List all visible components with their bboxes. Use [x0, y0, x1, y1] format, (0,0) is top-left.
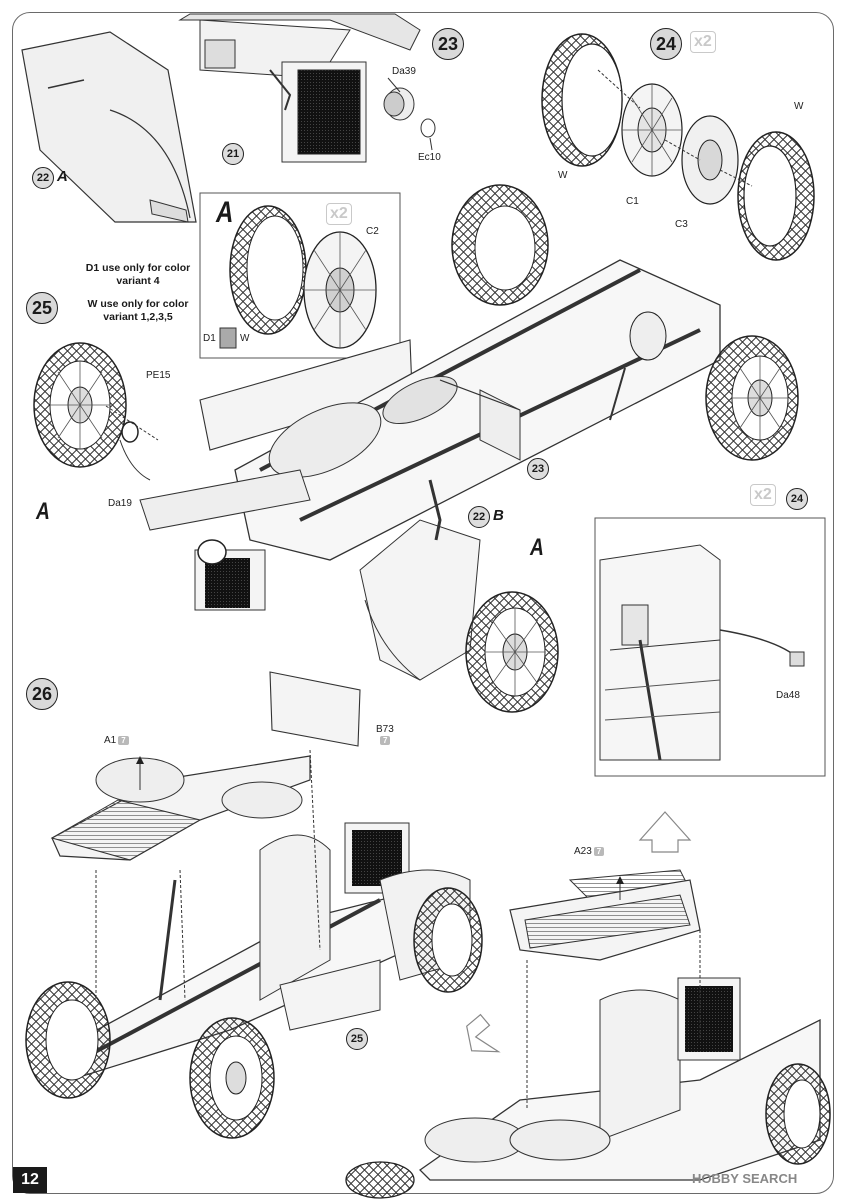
step-number-23: 23 [432, 28, 464, 60]
wheel-a-label-right: A [530, 534, 544, 561]
part-label-b73-text: B73 [376, 724, 394, 735]
step24-illustration [541, 33, 815, 261]
wheel-a-label-left: A [36, 498, 50, 525]
step26-illustration [25, 671, 831, 1199]
page-number: 12 [13, 1167, 47, 1193]
part-ref-22: 22 [32, 167, 54, 189]
step-number-24: 24 [650, 28, 682, 60]
part-label-a23-text: A23 [574, 846, 592, 857]
multiplier-badge: x2 [690, 31, 716, 53]
part-label-ec10: Ec10 [418, 152, 441, 163]
part-ref-23: 23 [527, 458, 549, 480]
inset-multiplier-badge: x2 [326, 203, 352, 225]
part-label-da48: Da48 [776, 690, 800, 701]
part-label-a1-text: A1 [104, 735, 117, 746]
part-label-w: W [240, 333, 250, 344]
part-label-d1: D1 [203, 333, 216, 344]
step23-illustration [21, 13, 436, 223]
inset-a-illustration [199, 192, 401, 359]
inset-da48-illustration [594, 517, 826, 777]
watermark: HOBBY SEARCH [692, 1171, 798, 1186]
paint-tag-b73: 7 [380, 735, 391, 745]
part-label-c3: C3 [675, 219, 688, 230]
paint-tag-a23: 7 [593, 846, 605, 856]
part-ref-21: 21 [222, 143, 244, 165]
part-ref-25: 25 [346, 1028, 368, 1050]
part-label-da39: Da39 [392, 66, 416, 77]
d1-color-note: D1 use only for color variant 4 [85, 262, 191, 287]
step-number-25: 25 [26, 292, 58, 324]
part-label-pe15: PE15 [146, 370, 171, 381]
part-label-w-left: W [558, 170, 568, 181]
step-number-26: 26 [26, 678, 58, 710]
part-label-c2: C2 [366, 226, 379, 237]
variant-b-label: B [493, 507, 504, 524]
w-color-note: W use only for color variant 1,2,3,5 [87, 298, 189, 323]
page-frame [12, 12, 834, 1194]
part-label-da19: Da19 [108, 498, 132, 509]
variant-a-label: A [57, 168, 68, 185]
step25-illustration [33, 184, 799, 713]
step25-multiplier-badge: x2 [750, 484, 776, 506]
part-label-w-right: W [794, 101, 804, 112]
part-ref-22-b: 22 [468, 506, 490, 528]
inset-letter-a: A [216, 196, 234, 229]
paint-tag-a1: 7 [118, 735, 129, 745]
part-label-c1: C1 [626, 196, 639, 207]
part-ref-24: 24 [786, 488, 808, 510]
